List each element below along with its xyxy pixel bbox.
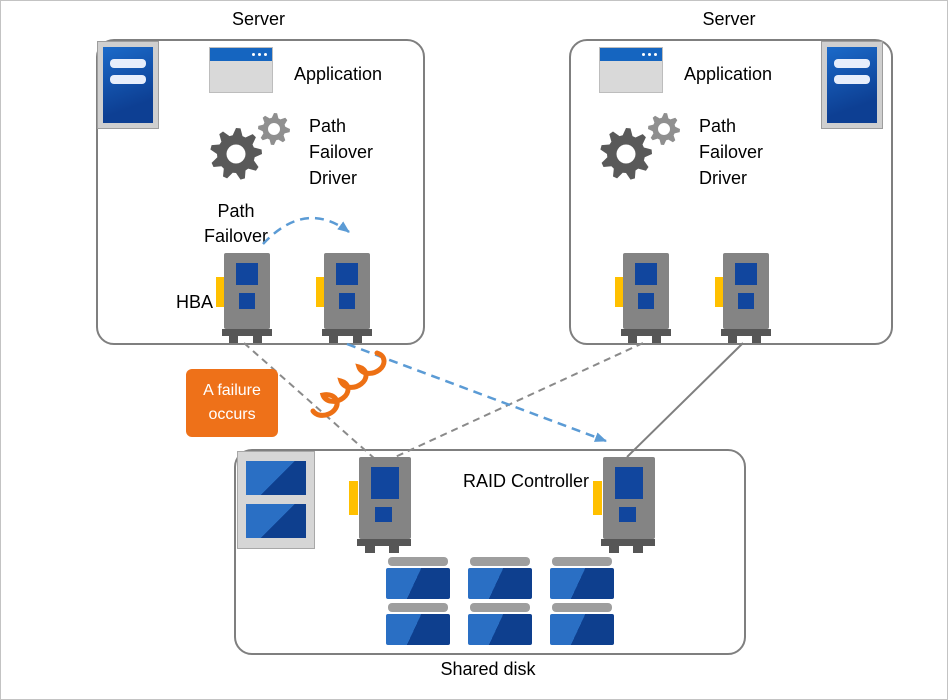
hba-chip [738,293,754,309]
application-window-icon [209,47,273,93]
hba-icon [615,253,671,343]
server-tower-bar [834,75,870,84]
active-path-line-right [626,342,744,458]
failover-path-arrow [346,342,607,443]
hba-foot [752,336,761,343]
disk-icon [386,557,450,599]
application-window-icon [599,47,663,93]
raid-controller-icon [593,457,655,553]
raid-foot [609,546,619,553]
server-tower-icon [821,41,883,129]
hba-foot [229,336,238,343]
raid-chip [375,507,392,522]
disk-enclosure-icon [237,451,315,549]
gears-icon [210,113,290,180]
hba-foot [353,336,362,343]
raid-connector [349,481,358,515]
right-server-title: Server [702,9,756,29]
raid-chip [619,507,636,522]
hba-foot [628,336,637,343]
gears-icon [600,113,680,180]
hba-icon [715,253,771,343]
server-tower-bar [834,59,870,68]
hba-icon [216,253,272,343]
raid-base [601,539,655,546]
standby-path-line-right [392,342,644,459]
hba-connector [316,277,325,307]
raid-controller-label: RAID Controller [462,471,590,491]
disk-icon [550,603,614,645]
hba-connector [615,277,624,307]
server-tower-bar [110,59,146,68]
disk-enclosure-slot [246,504,306,538]
disk-enclosure-slot [246,461,306,495]
hba-connector [216,277,225,307]
server-tower-icon [97,41,159,129]
raid-base [357,539,411,546]
hba-chip [735,263,757,285]
shared-disk-title: Shared disk [440,659,536,679]
left-server-title: Server [231,9,285,29]
driver-label: Path Failover Driver [309,116,374,188]
application-window-titlebar [210,48,272,61]
hba-chip [336,263,358,285]
disk-icon [386,603,450,645]
hba-chip [239,293,255,309]
failure-coil-icon [310,350,387,418]
hba-foot [652,336,661,343]
disk-icon [468,557,532,599]
raid-controller-icon [349,457,411,553]
raid-chip [371,467,399,499]
hba-connector [715,277,724,307]
hba-foot [253,336,262,343]
hba-foot [728,336,737,343]
raid-connector [593,481,602,515]
hba-base [721,329,771,336]
raid-foot [633,546,643,553]
hba-label: HBA [175,292,213,312]
disk-icon [550,557,614,599]
hba-chip [635,263,657,285]
hba-base [621,329,671,336]
raid-chip [615,467,643,499]
shared-disk-box [234,449,746,655]
hba-chip [339,293,355,309]
hba-icon [316,253,372,343]
path-failover-label: Path Failover [203,201,269,246]
server-tower-bar [110,75,146,84]
hba-base [322,329,372,336]
application-label: Application [684,64,773,84]
hba-base [222,329,272,336]
raid-foot [365,546,375,553]
failure-badge: A failure occurs [186,369,278,437]
disk-icon [468,603,532,645]
hba-foot [329,336,338,343]
raid-foot [389,546,399,553]
driver-label: Path Failover Driver [699,116,764,188]
hba-chip [236,263,258,285]
hba-chip [638,293,654,309]
application-label: Application [294,64,383,84]
application-window-titlebar [600,48,662,61]
